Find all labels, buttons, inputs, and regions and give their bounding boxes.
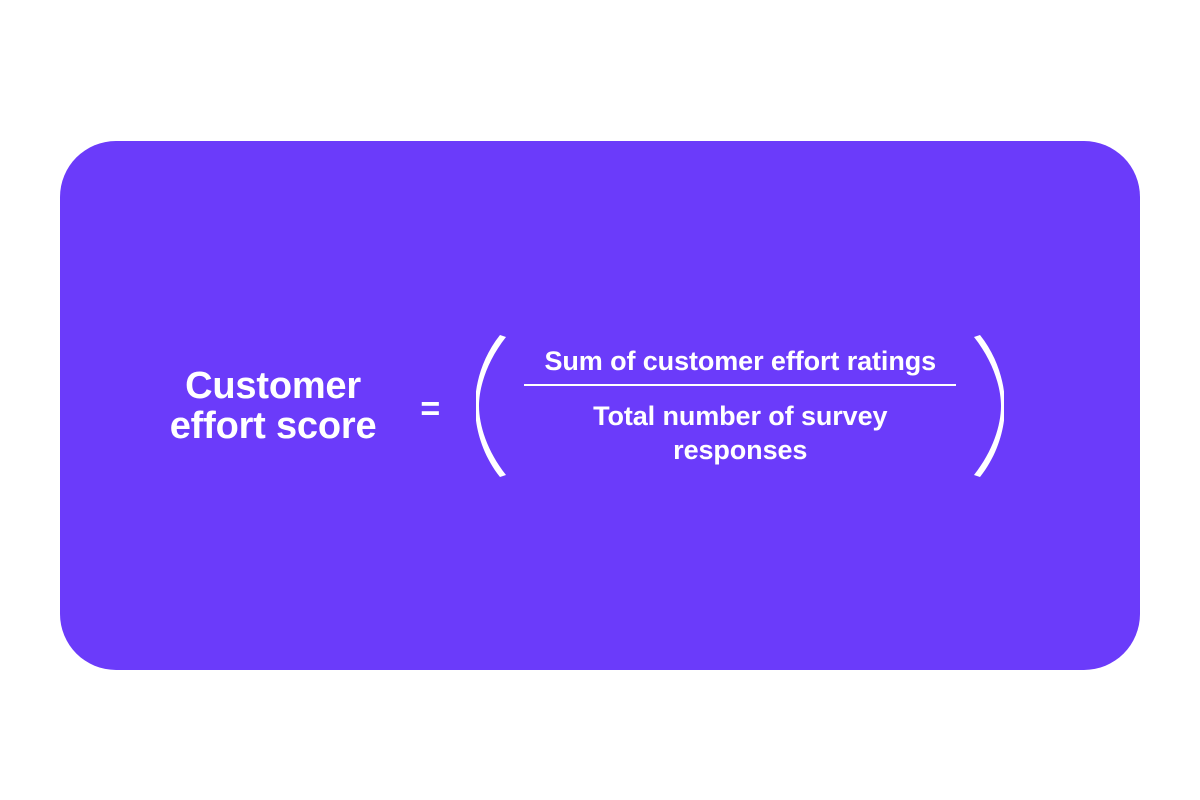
customer-effort-score-formula: Customer effort score = Sum of customer … xyxy=(60,141,1140,670)
close-parenthesis-icon xyxy=(972,334,1005,477)
open-parenthesis-icon xyxy=(476,334,508,477)
fraction: Sum of customer effort ratings Total num… xyxy=(524,344,957,467)
fraction-denominator: Total number of survey responses xyxy=(593,401,888,465)
fraction-bar xyxy=(524,384,957,386)
equals-operator: = xyxy=(420,389,441,428)
metric-name-label: Customer effort score xyxy=(169,364,377,447)
formula-card: Customer effort score = Sum of customer … xyxy=(60,141,1140,670)
fraction-numerator: Sum of customer effort ratings xyxy=(544,346,937,376)
formula-row: Customer effort score = Sum of customer … xyxy=(169,334,1005,477)
parenthesis-group: Sum of customer effort ratings Total num… xyxy=(476,334,1005,477)
